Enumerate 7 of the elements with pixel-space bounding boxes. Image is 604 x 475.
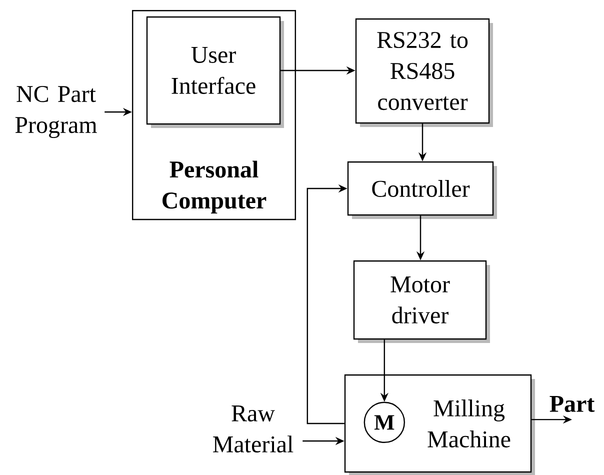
process-box: User Interface <box>146 16 284 128</box>
input-label: NC Part Program <box>15 86 97 138</box>
process-box: RS232 to RS485 converter <box>355 18 493 127</box>
process-box: Controller <box>347 161 497 219</box>
output-label: Part <box>550 396 595 412</box>
input-label: Raw Material <box>213 406 294 452</box>
process-box: Motor driver <box>353 260 490 343</box>
